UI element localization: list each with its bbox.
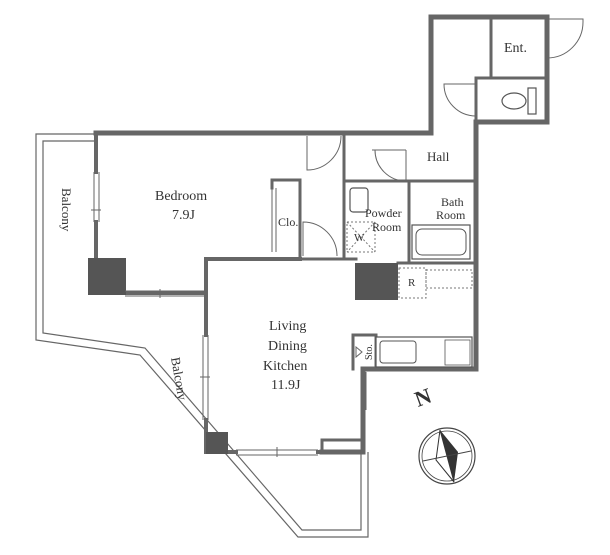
washer-box [346, 221, 376, 253]
exterior-walls [93, 14, 550, 455]
kitchen-counter [375, 336, 473, 368]
hall-label: Hall [427, 149, 450, 164]
balcony-outline [35, 133, 369, 538]
bathtub-icon [411, 224, 471, 260]
closet-label: Clo. [278, 215, 298, 229]
refrigerator-box [398, 267, 427, 299]
north-label: N [411, 383, 435, 412]
cabinet-box [425, 269, 473, 289]
ldk-size: 11.9J [271, 378, 301, 393]
column [355, 263, 398, 300]
powder-room-label-2: Room [372, 220, 402, 234]
column [206, 432, 228, 454]
toilet-icon [501, 87, 537, 115]
interior-walls [204, 15, 549, 371]
fixtures [346, 87, 537, 368]
compass: N [411, 383, 476, 485]
compass-rose-icon [418, 427, 476, 485]
balcony-lower-label: Balcony [168, 356, 190, 402]
bedroom-label: Bedroom [155, 189, 207, 204]
balcony-upper-label: Balcony [59, 188, 74, 232]
fridge-label: R [408, 277, 416, 289]
column [88, 258, 126, 295]
washer-label: W [354, 232, 365, 244]
bath-room-label-2: Room [436, 208, 466, 222]
door-swings [302, 18, 584, 257]
ldk-label-living: Living [269, 319, 306, 334]
powder-room-label: Powder [365, 206, 402, 220]
room-labels: Ent. Hall Bedroom 7.9J Clo. Powder Room … [59, 41, 527, 402]
entrance-label: Ent. [504, 41, 527, 56]
bedroom-size: 7.9J [172, 208, 196, 223]
ldk-label-kitchen: Kitchen [263, 359, 307, 374]
storage-label: Sto. [364, 344, 375, 360]
ldk-label-dining: Dining [268, 339, 307, 354]
windows [91, 172, 367, 457]
structural-columns [88, 258, 398, 454]
bath-room-label: Bath [441, 195, 464, 209]
sink-icon [349, 187, 369, 213]
